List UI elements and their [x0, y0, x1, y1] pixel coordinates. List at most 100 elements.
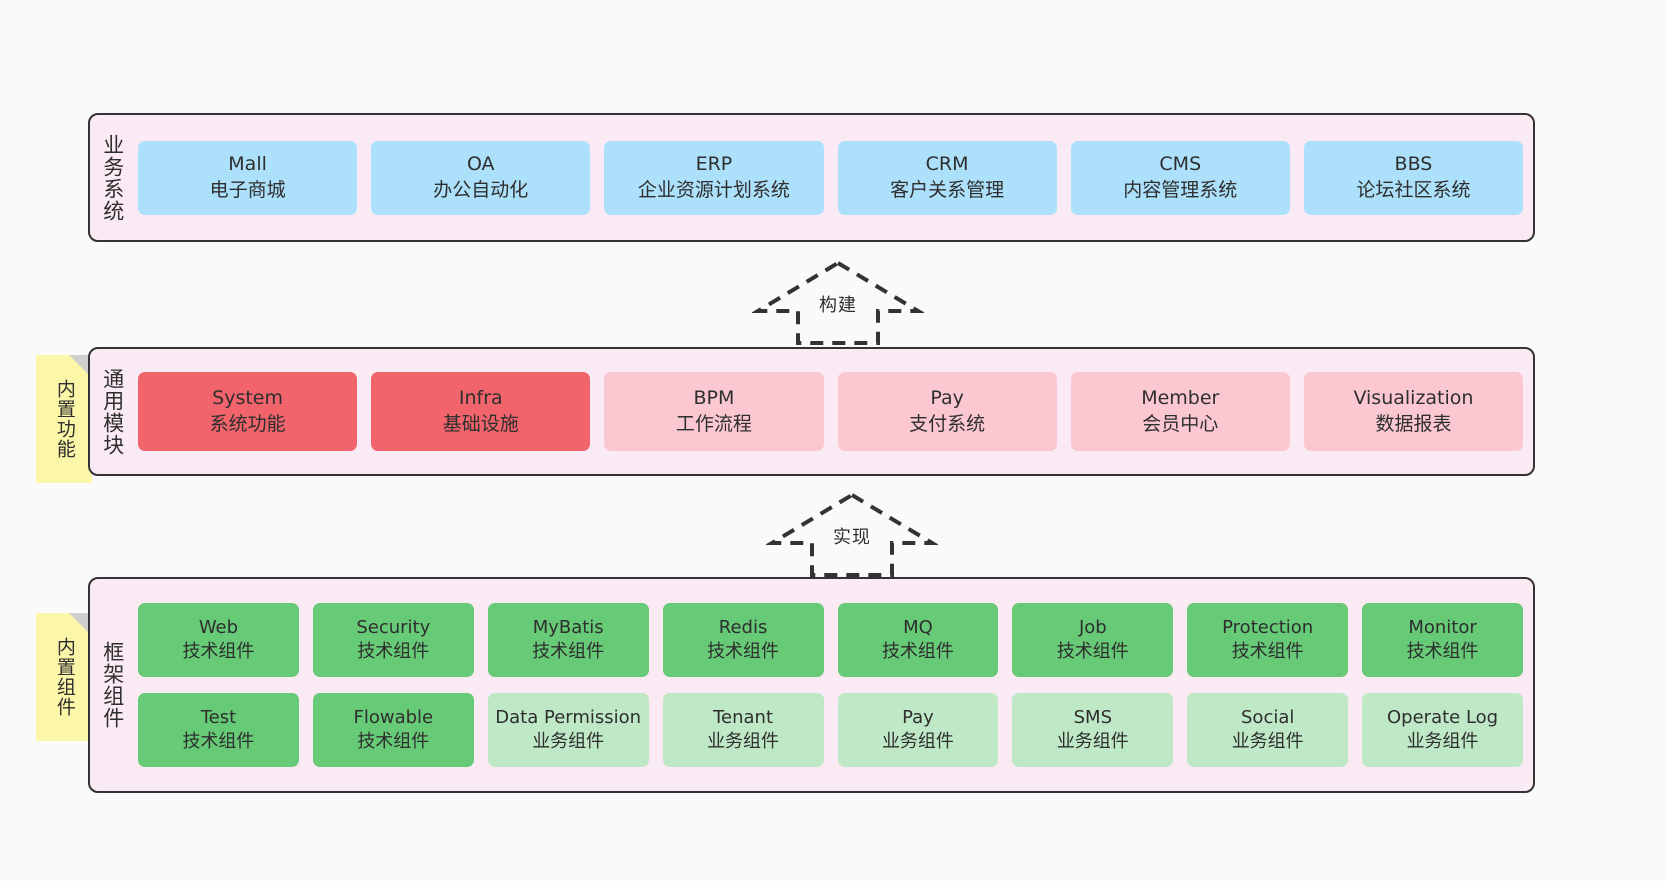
- card-title: Test: [200, 707, 237, 729]
- sticky-note-built-in-function: 内置功能: [36, 355, 92, 483]
- card-title: BPM: [693, 387, 735, 410]
- layer-framework-title: 框架组件: [100, 641, 125, 729]
- card-subtitle: 业务组件: [532, 731, 605, 752]
- card-subtitle: 会员中心: [1142, 412, 1219, 435]
- card-subtitle: 业务组件: [1056, 731, 1129, 752]
- build-arrow-label: 构建: [819, 295, 857, 316]
- card-title: BBS: [1394, 153, 1433, 176]
- card-title: SMS: [1073, 707, 1112, 729]
- card-subtitle: 工作流程: [675, 412, 752, 435]
- card-subtitle: 支付系统: [909, 412, 986, 435]
- card-subtitle: 技术组件: [881, 641, 954, 662]
- build-arrow-shape: [752, 260, 924, 345]
- card-title: Pay: [902, 707, 934, 729]
- page-fold-icon: [69, 355, 92, 378]
- card-subtitle: 办公自动化: [433, 178, 529, 201]
- layer-modules-title: 通用模块: [100, 367, 125, 456]
- card-title: Protection: [1222, 617, 1314, 639]
- card-subtitle: 基础设施: [442, 412, 519, 435]
- card-title: MQ: [903, 617, 933, 639]
- card-subtitle: 技术组件: [1056, 641, 1129, 662]
- page-fold-icon: [69, 613, 92, 636]
- implement-arrow-shape: [766, 492, 938, 577]
- card-subtitle: 论坛社区系统: [1356, 178, 1471, 201]
- card-subtitle: 技术组件: [1231, 641, 1304, 662]
- card-subtitle: 技术组件: [357, 731, 430, 752]
- card-title: Flowable: [353, 707, 434, 729]
- card-subtitle: 内容管理系统: [1123, 178, 1238, 201]
- card-title: CRM: [925, 153, 969, 176]
- card-subtitle: 数据报表: [1375, 412, 1452, 435]
- implement-arrow-label: 实现: [833, 527, 871, 548]
- card-title: Operate Log: [1387, 707, 1499, 729]
- card-title: System: [212, 387, 284, 410]
- card-title: Mall: [228, 153, 267, 176]
- card-title: Redis: [718, 617, 768, 639]
- card-title: Security: [356, 617, 431, 639]
- card-title: Data Permission: [495, 707, 642, 729]
- card-title: Member: [1141, 387, 1220, 410]
- card-title: Job: [1078, 617, 1107, 639]
- card-title: Monitor: [1408, 617, 1477, 639]
- card-title: Visualization: [1353, 387, 1474, 410]
- card-subtitle: 业务组件: [881, 731, 954, 752]
- card-title: ERP: [695, 153, 733, 176]
- sticky-note-built-in-component: 内置组件: [36, 613, 92, 741]
- card-title: MyBatis: [532, 617, 604, 639]
- card-title: Tenant: [713, 707, 774, 729]
- sticky-note-built-in-component-label: 内置组件: [53, 637, 76, 717]
- card-subtitle: 技术组件: [1406, 641, 1479, 662]
- card-subtitle: 企业资源计划系统: [637, 178, 790, 201]
- layer-business-title: 业务系统: [100, 133, 125, 222]
- card-subtitle: 技术组件: [182, 731, 255, 752]
- card-title: Web: [198, 617, 239, 639]
- card-subtitle: 技术组件: [182, 641, 255, 662]
- card-subtitle: 电子商城: [209, 178, 286, 201]
- card-title: OA: [466, 153, 495, 176]
- card-subtitle: 技术组件: [357, 641, 430, 662]
- card-subtitle: 业务组件: [707, 731, 780, 752]
- card-subtitle: 技术组件: [532, 641, 605, 662]
- card-subtitle: 业务组件: [1231, 731, 1304, 752]
- card-subtitle: 技术组件: [707, 641, 780, 662]
- card-title: Infra: [458, 387, 503, 410]
- build-arrow: 构建: [752, 257, 924, 347]
